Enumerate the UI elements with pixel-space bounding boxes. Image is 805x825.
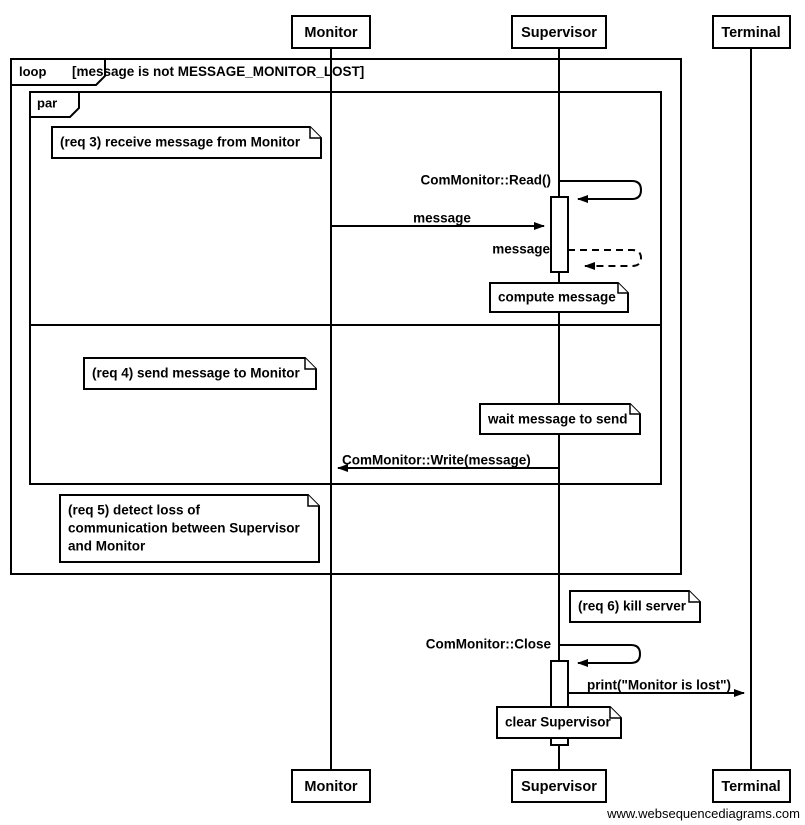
msg-close-path [559, 644, 642, 667]
note-compute-message: compute message [489, 282, 629, 313]
note-req4-line-0: (req 4) send message to Monitor [92, 366, 301, 381]
fragment-par: par [29, 91, 662, 485]
msg-read-path [559, 180, 643, 203]
msg-close-label: ComMonitor::Close [426, 637, 552, 652]
message-com-monitor-write: ComMonitor::Write(message) [337, 453, 559, 472]
note-req3: (req 3) receive message from Monitor [51, 126, 322, 159]
msg-message-return-path [568, 249, 643, 270]
actor-head-label-monitor: Monitor [304, 25, 358, 41]
actor-head-box-supervisor[interactable] [511, 15, 607, 49]
note-req3-line-0: (req 3) receive message from Monitor [60, 135, 301, 150]
note-wait-message: wait message to send [479, 403, 641, 435]
note-clear-box [496, 706, 622, 739]
note-req6: (req 6) kill server [569, 590, 701, 623]
note-req5-line-2: and Monitor [68, 539, 146, 554]
par-frame-border [29, 91, 662, 485]
loop-frame-tab [10, 58, 106, 86]
message-message-return: message [492, 242, 643, 270]
note-req4: (req 4) send message to Monitor [83, 357, 317, 390]
note-req6-box [569, 590, 701, 623]
note-req5-line-1: communication between Supervisor [68, 521, 301, 536]
actor-head-box-monitor[interactable] [291, 15, 371, 49]
message-message-in: message [331, 211, 545, 230]
msg-message-in-label: message [413, 211, 471, 226]
actor-heads-group: Monitor Supervisor Terminal [291, 15, 791, 49]
par-frame-kind-label: par [37, 95, 57, 110]
msg-message-return-label: message [492, 242, 550, 257]
note-compute-line-0: compute message [498, 290, 616, 305]
loop-frame-kind-label: loop [19, 64, 46, 79]
note-req4-box [83, 357, 317, 390]
loop-frame-border [10, 58, 682, 575]
note-wait-line-0: wait message to send [487, 412, 628, 427]
actor-feet-group: Monitor Supervisor Terminal [291, 769, 791, 803]
note-clear-line-0: clear Supervisor [505, 715, 612, 730]
note-req4-fold [304, 358, 316, 370]
actor-foot-box-terminal[interactable] [712, 769, 791, 803]
note-clear-supervisor: clear Supervisor [496, 706, 622, 739]
note-wait-fold [629, 404, 640, 415]
note-req5-box [59, 494, 320, 563]
note-req5-line-0: (req 5) detect loss of [68, 503, 201, 518]
note-req5-fold [307, 495, 319, 507]
par-frame-tab [29, 91, 80, 118]
msg-write-label: ComMonitor::Write(message) [342, 453, 531, 468]
actor-head-label-supervisor: Supervisor [521, 25, 597, 41]
watermark-credit: www.websequencediagrams.com [606, 806, 800, 821]
actor-head-label-terminal: Terminal [721, 25, 780, 41]
message-print-monitor-is-lost: print("Monitor is lost") [568, 678, 745, 697]
note-compute-box [489, 282, 629, 313]
actor-foot-box-supervisor[interactable] [511, 769, 607, 803]
actor-foot-label-supervisor: Supervisor [521, 779, 597, 795]
note-req6-line-0: (req 6) kill server [578, 599, 687, 614]
message-com-monitor-close: ComMonitor::Close [426, 637, 642, 667]
activation-bar-supervisor-read [550, 196, 569, 273]
note-req6-fold [688, 591, 700, 603]
note-req3-fold [309, 127, 321, 139]
actor-foot-box-monitor[interactable] [291, 769, 371, 803]
loop-frame-guard-label: [message is not MESSAGE_MONITOR_LOST] [72, 64, 364, 79]
msg-print-label: print("Monitor is lost") [587, 678, 731, 693]
note-req5: (req 5) detect loss of communication bet… [59, 494, 320, 563]
note-compute-fold [617, 283, 628, 294]
note-clear-fold [609, 707, 621, 719]
note-wait-box [479, 403, 641, 435]
actor-foot-label-monitor: Monitor [304, 779, 358, 795]
msg-read-label: ComMonitor::Read() [421, 173, 551, 188]
actor-head-box-terminal[interactable] [712, 15, 791, 49]
fragment-loop: loop [message is not MESSAGE_MONITOR_LOS… [10, 58, 682, 575]
message-com-monitor-read: ComMonitor::Read() [421, 173, 643, 203]
actor-foot-label-terminal: Terminal [721, 779, 780, 795]
note-req3-box [51, 126, 322, 159]
